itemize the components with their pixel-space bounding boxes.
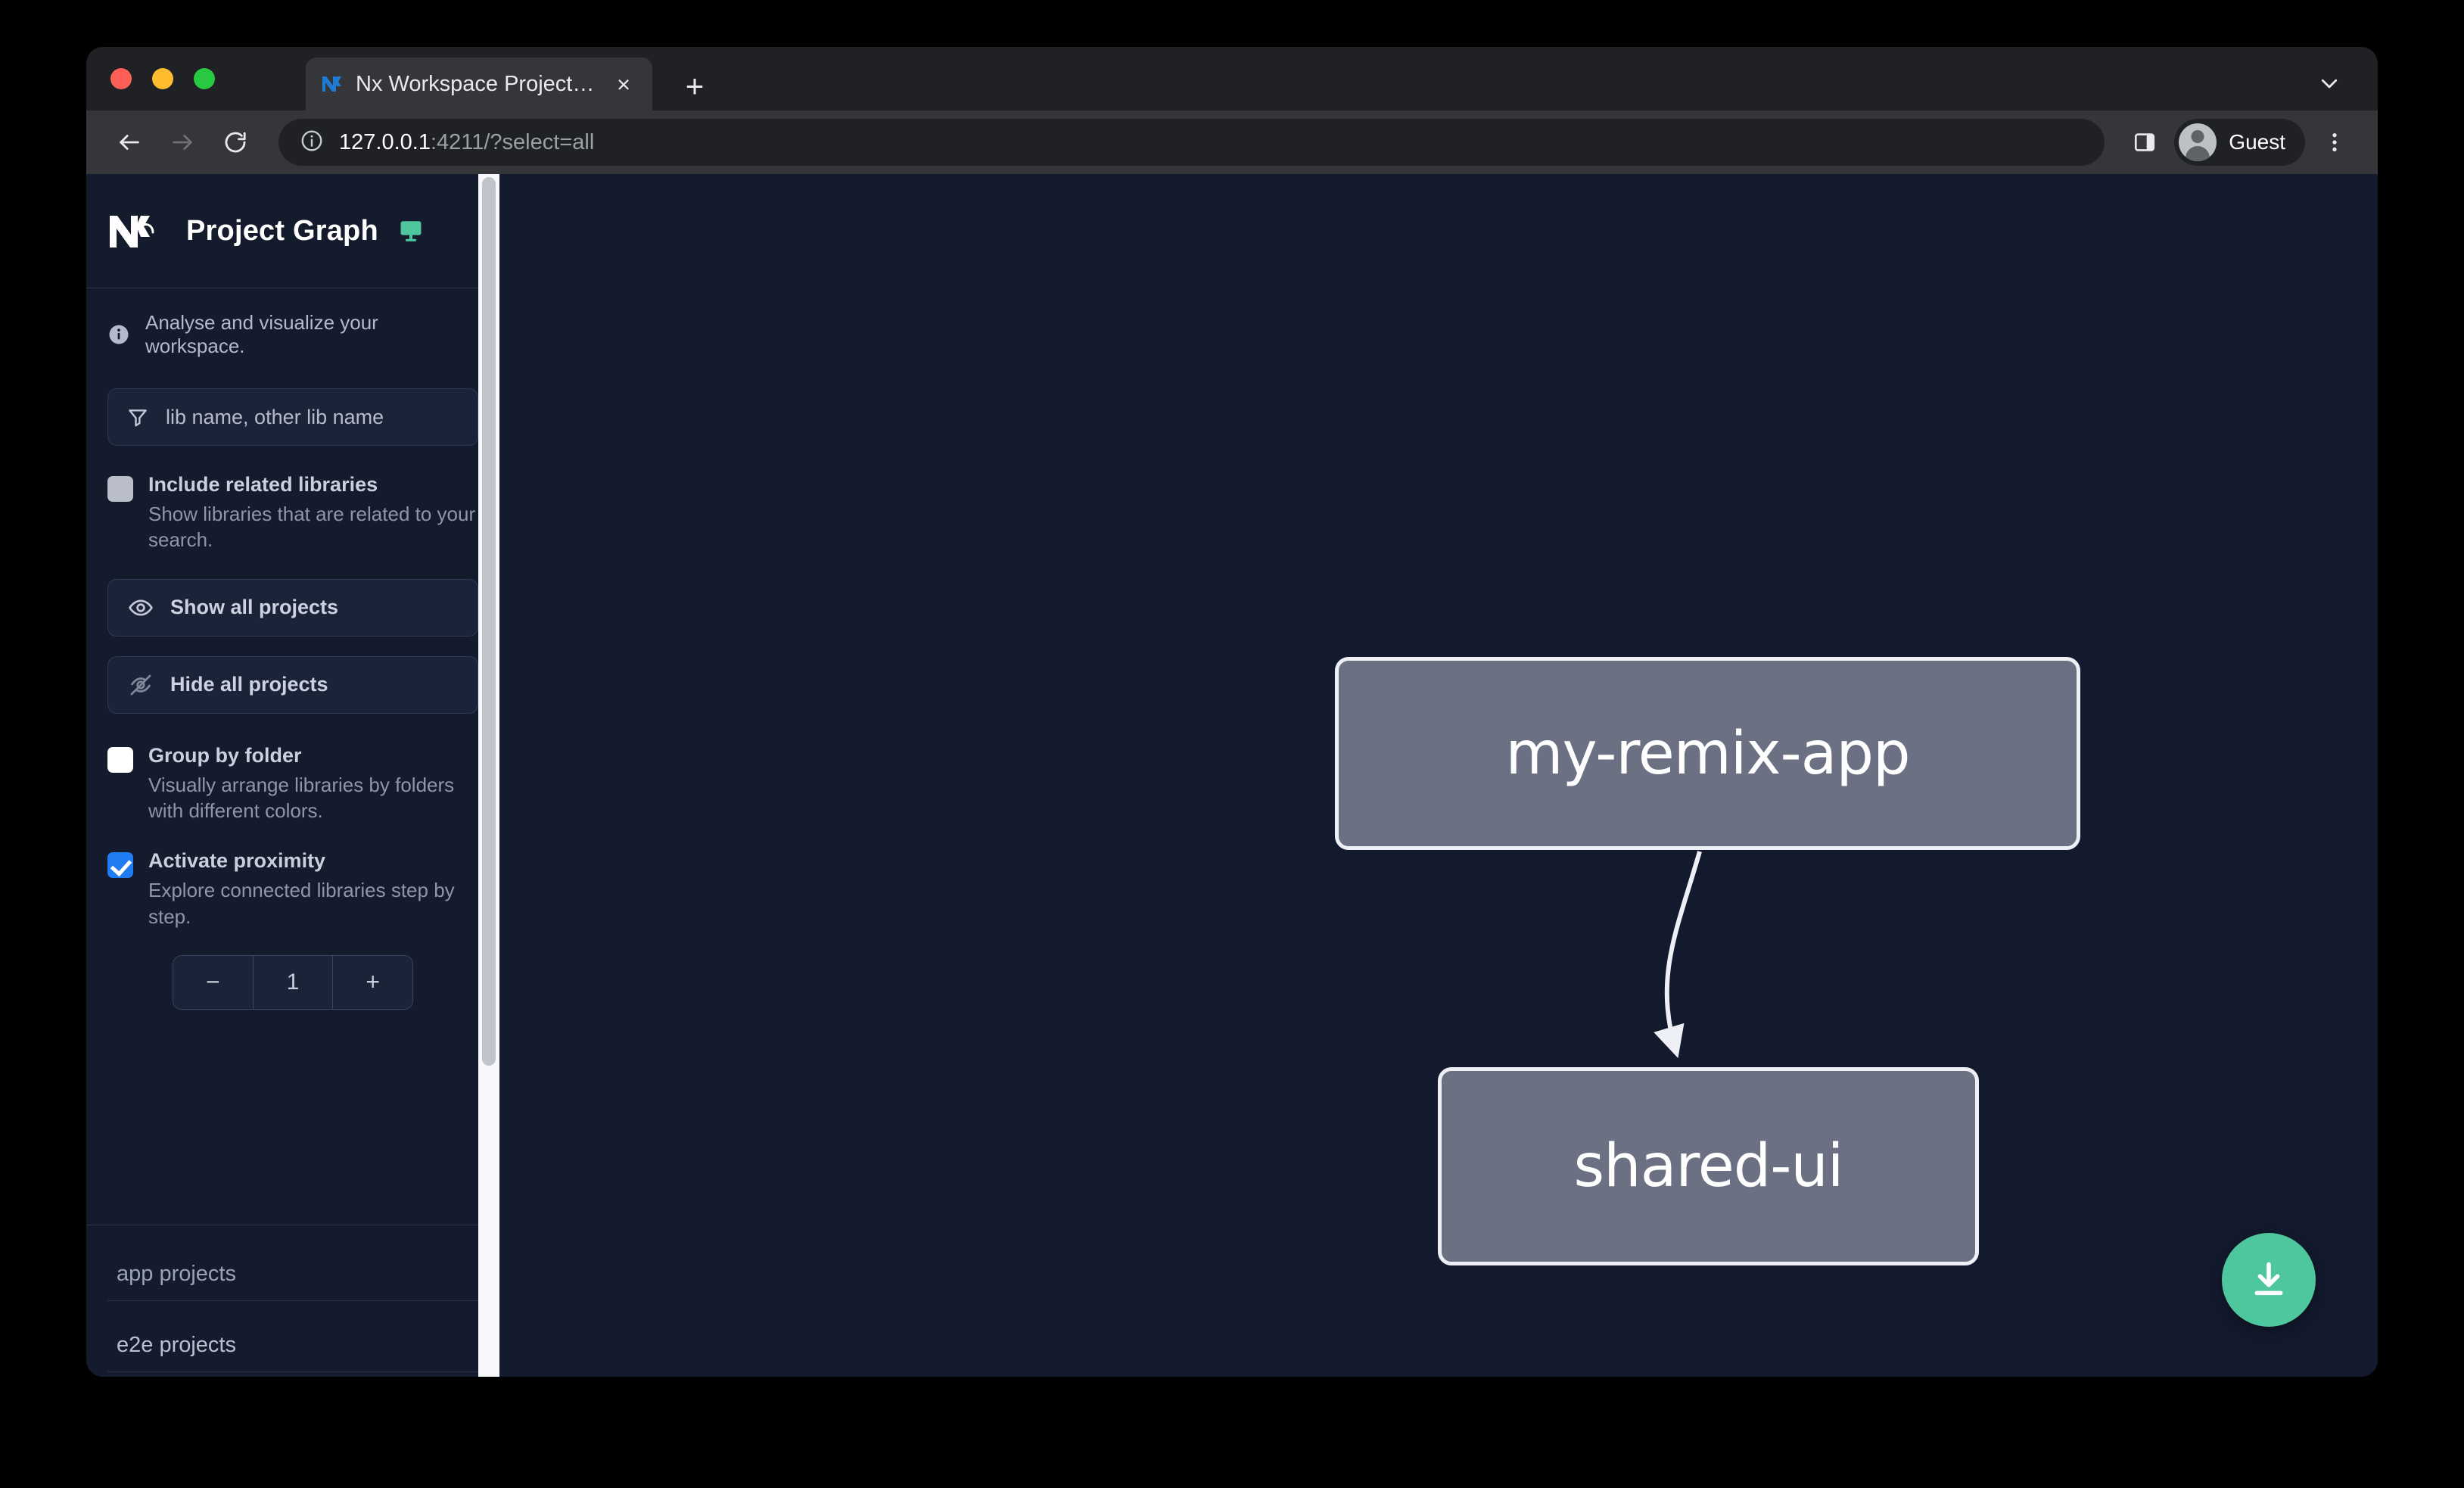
sidebar-section-e2e-projects[interactable]: e2e projects [107,1301,478,1372]
new-tab-button[interactable]: + [685,68,705,104]
forward-button[interactable] [159,119,206,166]
proximity-increment-button[interactable]: + [333,955,412,1009]
sidebar-sections: app projects e2e projects [86,1194,499,1372]
option-group-by-folder[interactable]: Group by folder Visually arrange librari… [107,744,478,824]
option-description: Show libraries that are related to your … [148,503,476,552]
download-graph-button[interactable] [2222,1233,2316,1327]
show-all-projects-button[interactable]: Show all projects [107,578,478,637]
url-path: :4211/?select=all [430,129,595,154]
sidebar: Project Graph Analyse and visualize your… [86,174,499,1377]
traffic-lights [110,68,215,89]
graph-node-shared-ui[interactable]: shared-ui [1438,1067,1979,1265]
group-by-folder-checkbox[interactable] [107,746,133,773]
option-include-related-libraries[interactable]: Include related libraries Show libraries… [107,473,478,553]
back-button[interactable] [106,119,153,166]
eye-slash-icon [128,672,154,698]
avatar [2179,123,2217,161]
monitor-icon[interactable] [398,218,424,244]
side-panel-icon[interactable] [2121,119,2168,166]
option-label: Activate proximity [148,849,326,873]
close-window-button[interactable] [110,68,132,89]
browser-tab[interactable]: Nx Workspace Project Graph × [306,58,652,111]
project-graph-canvas[interactable]: my-remix-app shared-ui [499,174,2378,1377]
site-info-icon[interactable] [300,129,324,157]
graph-node-label: my-remix-app [1505,719,1910,788]
filter-box[interactable] [107,388,478,446]
sidebar-section-app-projects[interactable]: app projects [107,1225,478,1301]
browser-toolbar: 127.0.0.1:4211/?select=all Guest [86,111,2378,174]
hide-all-projects-button[interactable]: Hide all projects [107,655,478,714]
include-related-libraries-checkbox[interactable] [107,476,133,502]
url-host: 127.0.0.1 [339,129,431,154]
sidebar-scrollbar-thumb[interactable] [482,177,496,1066]
hide-all-projects-label: Hide all projects [170,673,328,696]
download-icon [2254,1262,2283,1296]
close-tab-icon[interactable]: × [616,70,631,98]
sidebar-note: Analyse and visualize your workspace. [86,288,499,376]
page-viewport: Project Graph Analyse and visualize your… [86,174,2378,1377]
three-dot-menu-icon[interactable] [2311,119,2358,166]
graph-node-my-remix-app[interactable]: my-remix-app [1335,657,2080,850]
nx-logo-icon [107,212,166,250]
profile-name: Guest [2229,130,2285,154]
option-description: Explore connected libraries step by step… [148,879,455,928]
graph-node-label: shared-ui [1573,1132,1844,1200]
option-label: Include related libraries [148,473,378,496]
proximity-stepper: − 1 + [173,954,413,1010]
sidebar-scrollbar[interactable] [478,174,499,1377]
address-bar[interactable]: 127.0.0.1:4211/?select=all [278,119,2105,166]
nx-favicon-icon [319,71,345,97]
chevron-down-icon[interactable] [2313,67,2346,100]
search-input[interactable] [166,405,459,429]
eye-icon [128,595,154,621]
profile-button[interactable]: Guest [2174,119,2305,166]
info-icon [107,323,130,346]
tab-strip: Nx Workspace Project Graph × + [86,47,2378,111]
funnel-icon [126,406,149,428]
sidebar-body: Include related libraries Show libraries… [86,376,499,1194]
option-label: Group by folder [148,743,302,767]
maximize-window-button[interactable] [194,68,215,89]
sidebar-note-text: Analyse and visualize your workspace. [145,311,378,357]
show-all-projects-label: Show all projects [170,596,339,619]
option-description: Visually arrange libraries by folders wi… [148,773,455,822]
minimize-window-button[interactable] [152,68,173,89]
edge-my-remix-app-to-shared-ui [1654,851,1702,1059]
proximity-decrement-button[interactable]: − [173,955,254,1009]
option-activate-proximity[interactable]: Activate proximity Explore connected lib… [107,849,478,929]
reload-button[interactable] [212,119,259,166]
sidebar-header: Project Graph [86,174,499,288]
page-title: Project Graph [186,214,378,247]
address-bar-url: 127.0.0.1:4211/?select=all [339,130,594,155]
activate-proximity-checkbox[interactable] [107,852,133,879]
tab-title: Nx Workspace Project Graph [356,71,598,96]
proximity-value: 1 [253,955,334,1009]
browser-window: Nx Workspace Project Graph × + 127.0.0.1… [86,47,2378,1377]
